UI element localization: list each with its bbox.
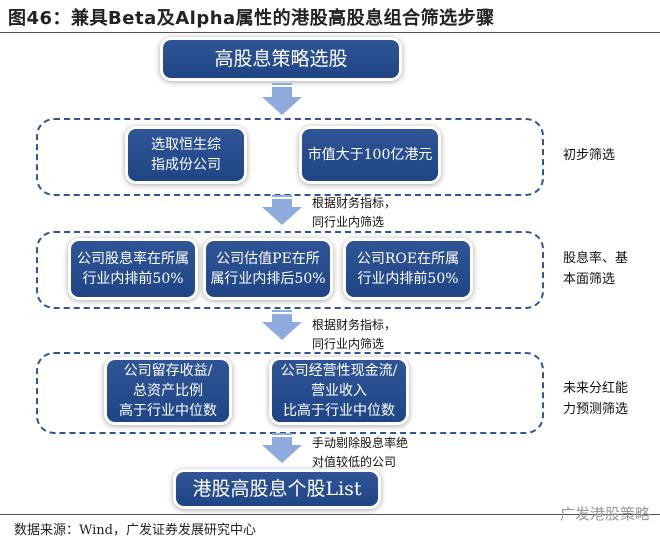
final-list-box: 港股高股息个股List bbox=[176, 472, 378, 506]
source-note: 数据来源：Wind，广发证券发展研究中心 bbox=[14, 523, 256, 538]
stage1-box-hsci: 选取恒生综 指成份公司 bbox=[128, 129, 244, 181]
figure-title: 图46：兼具Beta及Alpha属性的港股高股息组合筛选步骤 bbox=[8, 8, 495, 29]
stage3-box-cashflow: 公司经营性现金流/ 营业收入 比高于行业中位数 bbox=[272, 360, 406, 422]
strategy-box: 高股息策略选股 bbox=[163, 40, 399, 78]
arrow-down-icon bbox=[262, 433, 302, 463]
stage1-group bbox=[36, 118, 544, 196]
stage1-box-marketcap: 市值大于100亿港元 bbox=[302, 129, 438, 181]
stage3-label: 未来分红能 力预测筛选 bbox=[563, 381, 629, 417]
stage2-group bbox=[36, 231, 544, 309]
arrow-down-icon bbox=[262, 310, 302, 340]
stage1-label: 初步筛选 bbox=[563, 148, 616, 163]
stage2-label: 股息率、基 本面筛选 bbox=[563, 251, 629, 287]
arrow-down-icon bbox=[262, 195, 302, 225]
stage2-box-dividend: 公司股息率在所属 行业内排前50% bbox=[71, 241, 195, 297]
arrow-down-icon bbox=[262, 83, 302, 115]
stage3-box-retained: 公司留存收益/ 总资产比例 高于行业中位数 bbox=[107, 360, 229, 422]
bottom-rule bbox=[0, 514, 660, 515]
note-manual: 手动剔除股息率绝 对值较低的公司 bbox=[312, 436, 409, 469]
top-rule bbox=[0, 32, 660, 33]
note-financial-2: 根据财务指标， 同行业内筛选 bbox=[312, 318, 397, 351]
watermark: 广发港股策略 bbox=[559, 505, 650, 523]
stage2-box-pe: 公司估值PE在所 属行业内排后50% bbox=[206, 241, 330, 297]
note-financial-1: 根据财务指标， 同行业内筛选 bbox=[312, 196, 397, 229]
stage2-box-roe: 公司ROE在所属 行业内排前50% bbox=[346, 241, 470, 297]
